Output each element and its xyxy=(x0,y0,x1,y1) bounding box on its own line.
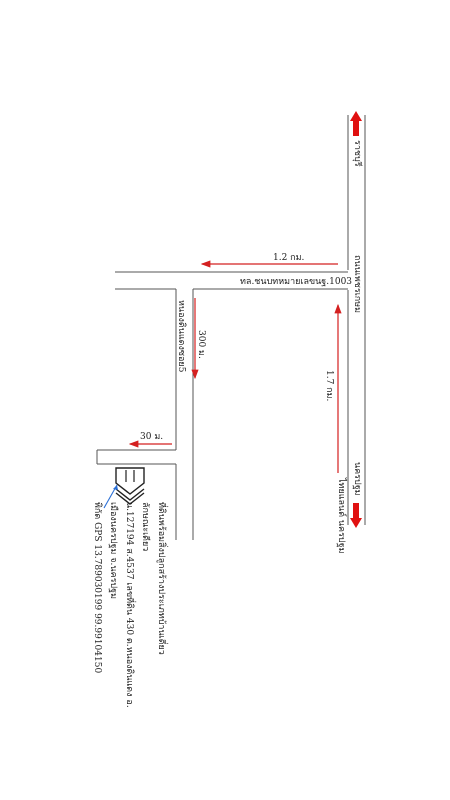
distance-30m-label: 30 ม. xyxy=(140,432,164,442)
main-road-label: ถนนเพชรเกษม xyxy=(352,255,362,314)
distance-1-7km-label: 1.7 กม. xyxy=(324,370,334,402)
south-destination-label: นครปฐม xyxy=(352,462,362,496)
property-line-4: เมืองนครปฐม จ.นครปฐม xyxy=(108,502,118,600)
distance-1-2km-label: 1.2 กม. xyxy=(273,253,305,263)
red-arrow-down-icon xyxy=(350,503,362,528)
north-destination-label: ราชบุรี xyxy=(352,140,362,167)
distance-300m-label: 300 ม. xyxy=(196,330,206,359)
house-marker-icon xyxy=(115,467,145,505)
red-arrow-up-icon xyxy=(350,111,362,136)
gps-coordinates: พิกัด GPS 13.789030199 99.99104150 xyxy=(92,502,102,674)
south-landmark-label: ไทยแลนด์ นครปฐม xyxy=(336,478,346,554)
side-road-label: ทล.ชนบทหมายเลขนฐ.1003 xyxy=(240,277,353,287)
property-line-3: น.127194 ส.4537 เลขที่ดิน 430 ต.หนองดินแ… xyxy=(124,502,134,708)
property-line-1: ที่ดินพร้อมสิ่งปลูกสร้างประเภทบ้านเดี่ยว xyxy=(156,502,166,655)
soi-label: หนองดินแดงซอย5 xyxy=(176,300,186,373)
property-line-2: ลักษณะเดียว xyxy=(140,502,150,552)
